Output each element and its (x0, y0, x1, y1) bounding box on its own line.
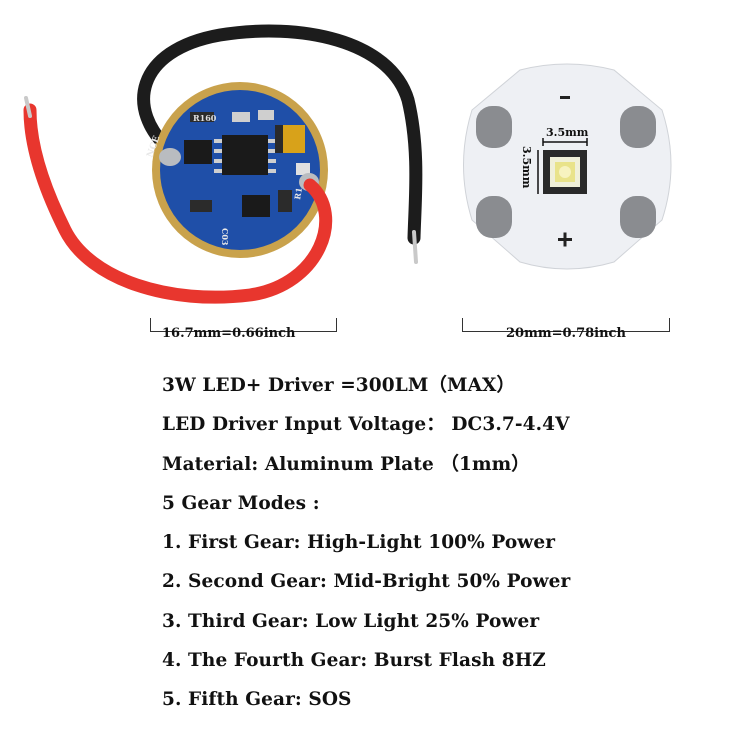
chip-width-label: 3.5mm (546, 126, 589, 139)
spec-line: 3. Third Gear: Low Light 25% Power (162, 610, 540, 632)
led-star-board: 3.5mm 3.5mm (463, 63, 672, 270)
spec-line: 2. Second Gear: Mid-Bright 50% Power (162, 571, 571, 593)
minus-mark (560, 96, 570, 99)
star-dimension-label: 20mm=0.78inch (506, 326, 626, 341)
driver-board: R160 NCE R1 C03 (23, 24, 423, 304)
black-wire (137, 24, 423, 245)
driver-dimension-label: 16.7mm=0.66inch (162, 326, 296, 341)
driver-ic (222, 135, 268, 175)
resistor-r160 (190, 112, 214, 122)
plus-mark (558, 232, 572, 247)
board-marking-r: R1 (292, 187, 304, 201)
product-photo: R160 NCE R1 C03 3.5mm (23, 24, 672, 304)
spec-line: 5. Fifth Gear: SOS (162, 689, 352, 711)
solder-pads (476, 106, 656, 238)
spec-line: 5 Gear Modes : (162, 492, 320, 514)
diode (242, 195, 270, 217)
spec-line: Material: Aluminum Plate （1mm） (162, 453, 530, 475)
board-marking-c: C03 (220, 228, 230, 246)
star-dimension-bracket (462, 318, 670, 332)
spec-line: 1. First Gear: High-Light 100% Power (162, 532, 556, 554)
spec-line: 4. The Fourth Gear: Burst Flash 8HZ (162, 650, 546, 672)
resistor-marking: R160 (193, 113, 217, 123)
driver-dimension-bracket (150, 318, 337, 332)
spec-line: 3W LED+ Driver =300LM（MAX） (162, 375, 516, 396)
spec-line: LED Driver Input Voltage： DC3.7-4.4V (162, 414, 570, 436)
spec-list: 3W LED+ Driver =300LM（MAX） LED Driver In… (162, 372, 570, 726)
mosfet (184, 140, 212, 164)
chip-height-label: 3.5mm (520, 146, 533, 189)
red-wire (23, 103, 333, 304)
